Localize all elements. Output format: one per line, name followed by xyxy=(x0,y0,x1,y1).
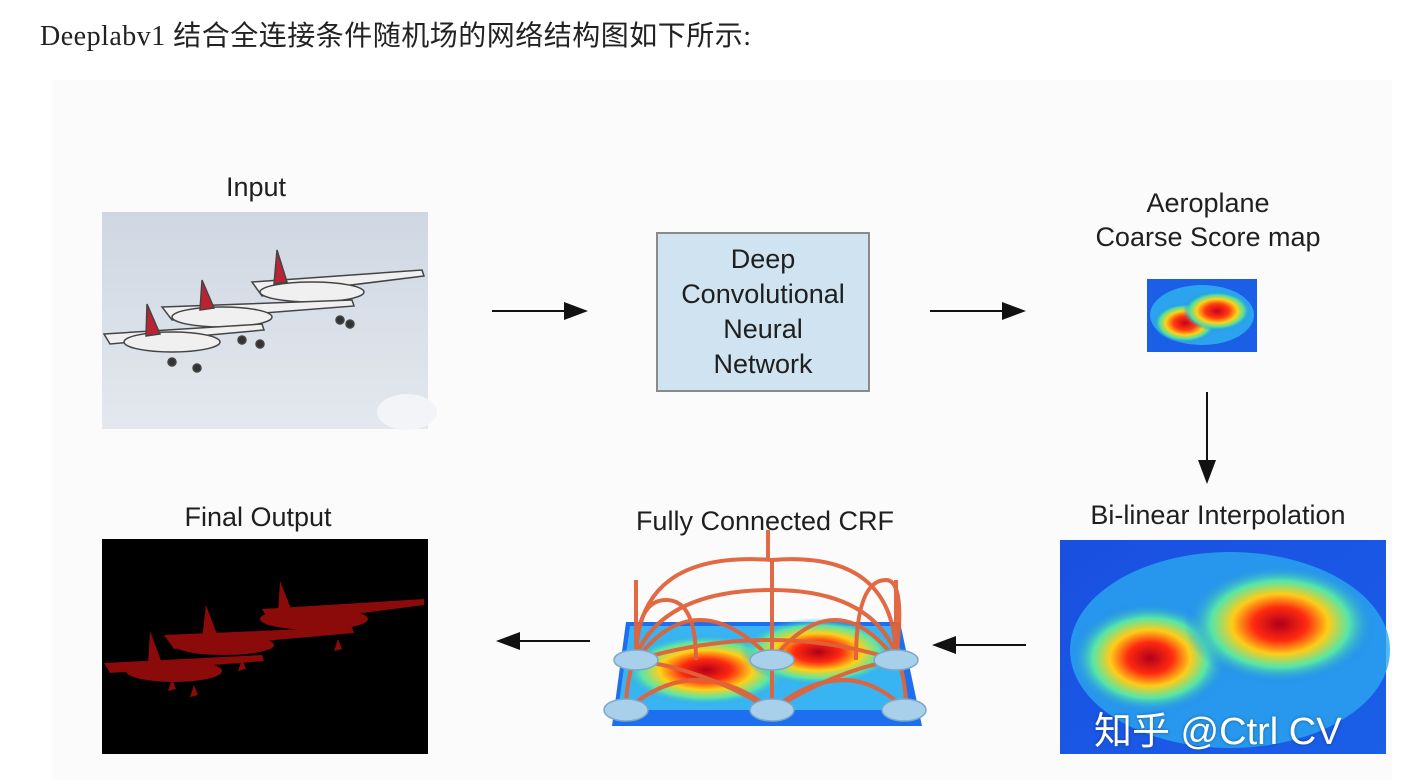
final-output-image xyxy=(102,539,428,754)
arrow-to-crf xyxy=(932,636,1026,654)
coarse-score-map xyxy=(1147,279,1257,352)
arrow-to-output xyxy=(496,632,590,650)
arrow-to-dnn xyxy=(492,302,588,320)
output-label: Final Output xyxy=(184,502,332,532)
dnn-box: Deep Convolutional Neural Network xyxy=(656,232,870,392)
intro-text: Deeplabv1 结合全连接条件随机场的网络结构图如下所示: xyxy=(40,21,752,52)
score-map-label-2: Coarse Score map xyxy=(1095,222,1321,252)
arrow-to-interpolation xyxy=(1198,392,1216,484)
dnn-line-4: Network xyxy=(713,349,813,379)
dnn-line-3: Neural xyxy=(723,314,803,344)
input-image xyxy=(102,212,437,430)
watermark: 知乎 @Ctrl CV xyxy=(1094,711,1342,753)
arrow-to-score-map xyxy=(930,302,1026,320)
interpolated-score-map xyxy=(1060,540,1390,754)
dnn-line-2: Convolutional xyxy=(681,279,845,309)
score-map-label-1: Aeroplane xyxy=(1146,188,1270,218)
input-label: Input xyxy=(225,172,287,202)
dnn-line-1: Deep xyxy=(730,244,796,274)
crf-label: Fully Connected CRF xyxy=(635,506,895,536)
crf-graph xyxy=(603,530,927,726)
interpolation-label: Bi-linear Interpolation xyxy=(1090,500,1346,530)
plane-2 xyxy=(160,279,356,349)
plane-3 xyxy=(250,249,426,329)
plane-1 xyxy=(102,303,266,373)
